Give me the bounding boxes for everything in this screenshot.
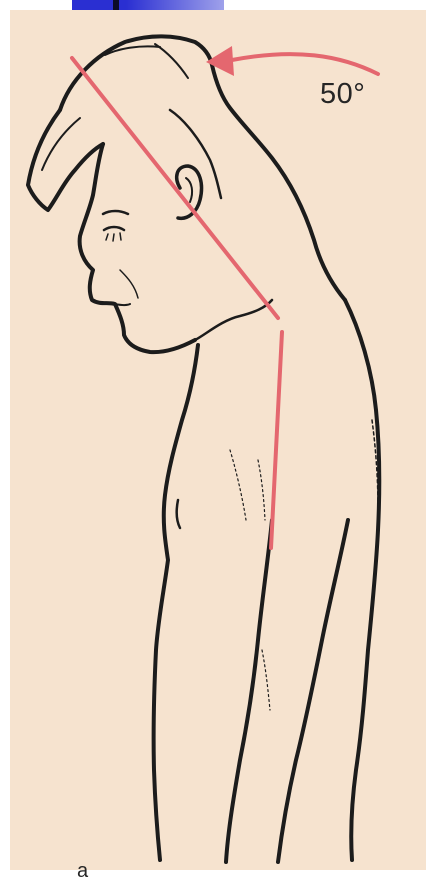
eye-lashes <box>106 233 121 241</box>
arm-back <box>278 520 348 862</box>
rotation-arrow-arc <box>232 54 378 74</box>
chest-shading <box>230 450 246 520</box>
back-outline <box>345 300 379 860</box>
hair-strands-3 <box>155 44 188 78</box>
angle-label: 50° <box>320 78 365 111</box>
figure-footer-mark: a <box>77 861 88 881</box>
mouth <box>115 304 130 305</box>
torso-axis-line <box>271 332 282 548</box>
arm-front <box>226 520 272 862</box>
eyebrow <box>103 211 128 214</box>
neck-back <box>195 300 272 340</box>
nipple <box>177 500 180 528</box>
cheek-lines <box>120 270 138 298</box>
head-axis-line <box>72 58 278 318</box>
arm-shading <box>262 650 270 710</box>
eye <box>104 227 124 230</box>
hair-outline <box>60 36 345 300</box>
rotation-arrow-head <box>206 46 234 76</box>
chest-outline <box>154 345 198 860</box>
armpit-shading <box>258 460 265 520</box>
ear-inner <box>186 178 192 202</box>
